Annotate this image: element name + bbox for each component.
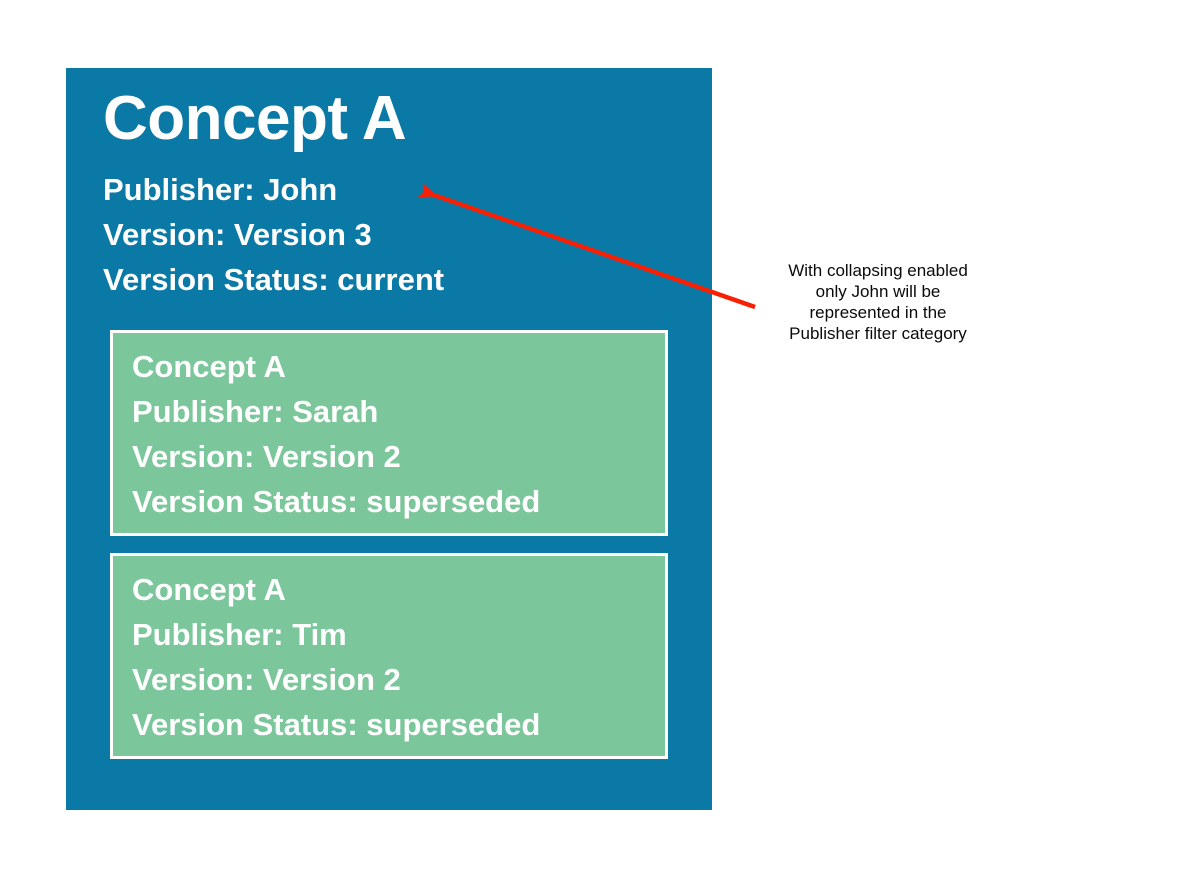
concept-panel-title: Concept A — [103, 84, 407, 153]
annotation-line-4: Publisher filter category — [789, 324, 967, 343]
annotation-line-3: represented in the — [809, 303, 947, 322]
concept-publisher-line: Publisher: John — [103, 172, 338, 207]
version-card-title: Concept A — [132, 572, 286, 607]
annotation-callout-text: With collapsing enabled only John will b… — [752, 260, 1004, 344]
version-card[interactable]: Concept A Publisher: Tim Version: Versio… — [110, 553, 668, 759]
concept-panel-metadata: Publisher: John Version: Version 3 Versi… — [103, 167, 663, 302]
version-card[interactable]: Concept A Publisher: Sarah Version: Vers… — [110, 330, 668, 536]
version-card-status-line: Version Status: superseded — [132, 484, 541, 519]
version-card-status-line: Version Status: superseded — [132, 707, 541, 742]
version-card-content: Concept A Publisher: Tim Version: Versio… — [132, 567, 652, 747]
version-card-title: Concept A — [132, 349, 286, 384]
version-card-publisher-line: Publisher: Sarah — [132, 394, 379, 429]
version-card-version-line: Version: Version 2 — [132, 439, 401, 474]
version-card-version-line: Version: Version 2 — [132, 662, 401, 697]
annotation-line-1: With collapsing enabled — [788, 261, 968, 280]
concept-version-status-line: Version Status: current — [103, 262, 445, 297]
version-card-content: Concept A Publisher: Sarah Version: Vers… — [132, 344, 652, 524]
concept-version-line: Version: Version 3 — [103, 217, 372, 252]
version-card-publisher-line: Publisher: Tim — [132, 617, 347, 652]
concept-panel[interactable]: Concept A Publisher: John Version: Versi… — [66, 68, 712, 810]
annotation-line-2: only John will be — [815, 282, 941, 301]
